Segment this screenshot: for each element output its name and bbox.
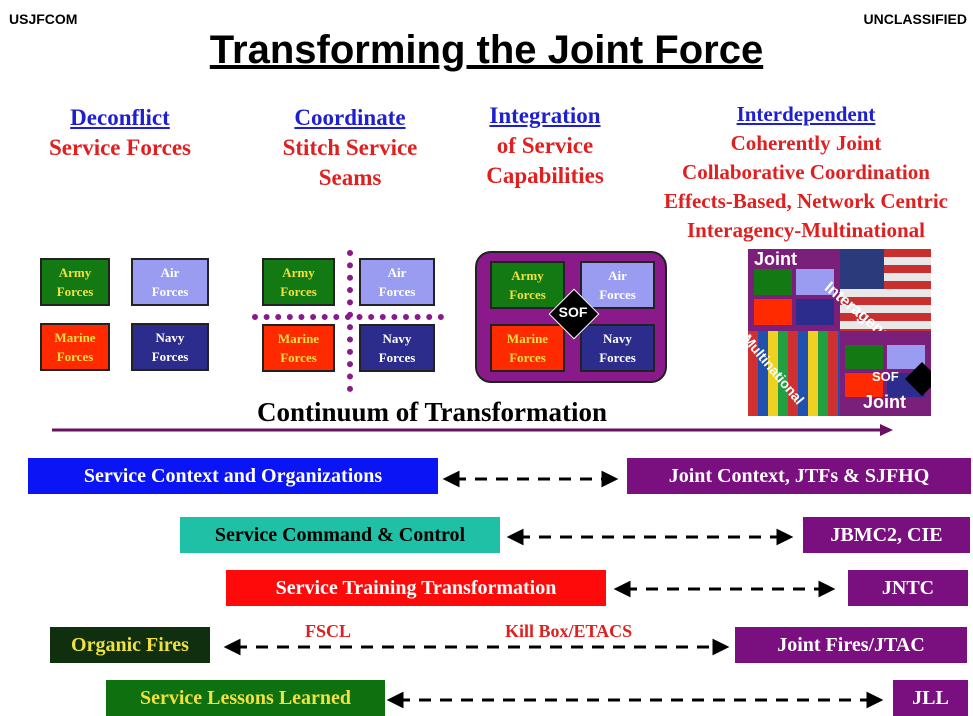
marine-forces-box: Marine Forces [490,324,565,372]
stage-line: Interagency-Multinational [687,218,925,242]
navy-forces-box: Navy Forces [131,323,209,371]
stage-line: Coherently Joint [730,131,882,155]
stage-integration: Integration of Service Capabilities [460,101,630,191]
jll-bar: JLL [893,680,968,716]
killbox-label: Kill Box/ETACS [505,621,633,641]
flag-canton [840,249,884,289]
stage-line: Capabilities [486,163,604,188]
seam-vertical [347,250,353,392]
marine-mini [845,373,883,397]
stage-line: of Service [496,133,594,158]
air-forces-box: Air Forces [131,258,209,306]
seam-horizontal [252,314,444,320]
army-forces-box: Army Forces [40,258,110,306]
org-label: USJFCOM [9,11,78,27]
stage-interdependent: Interdependent Coherently Joint Collabor… [636,100,973,245]
arrow-row-1 [442,470,619,488]
arrow-row-2 [506,528,794,546]
air-forces-box: Air Forces [359,258,435,306]
stage-line: Effects-Based, Network Centric [663,189,948,213]
flags-mosaic [748,331,840,416]
marine-forces-box: Marine Forces [262,324,335,372]
service-c2-bar: Service Command & Control [180,517,500,553]
stage-heading: Deconflict [70,105,170,130]
service-lessons-bar: Service Lessons Learned [106,680,385,716]
page-title: Transforming the Joint Force [209,28,764,72]
sof-label-mini: SOF [872,369,899,384]
arrow-row-3 [613,580,836,598]
service-context-bar: Service Context and Organizations [28,458,438,494]
stage-coordinate: Coordinate Stitch Service Seams [245,103,455,193]
navy-forces-box: Navy Forces [580,324,655,372]
continuum-arrow [52,424,893,436]
stage-line: Stitch Service [282,135,418,160]
joint-label-top: Joint [754,249,797,269]
arrow-row-4 [223,638,730,656]
stage-heading: Coordinate [294,105,406,130]
stage-heading: Integration [489,103,601,128]
stage-line: Collaborative Coordination [682,160,930,184]
organic-fires-bar: Organic Fires [50,627,210,663]
sof-label: SOF [558,304,588,320]
army-forces-box: Army Forces [490,261,565,309]
stage-deconflict: Deconflict Service Forces [20,103,220,163]
air-mini [796,269,834,295]
marine-mini [754,299,792,325]
joint-fires-bar: Joint Fires/JTAC [735,627,967,663]
service-training-bar: Service Training Transformation [226,570,606,606]
stage-line: Service Forces [49,135,191,160]
jntc-bar: JNTC [848,570,968,606]
jbmc2-bar: JBMC2, CIE [803,517,970,553]
interdependent-collage: Joint Interagency Multinational SOF Join… [748,249,931,416]
stage-heading: Interdependent [736,102,876,126]
air-forces-box: Air Forces [580,261,655,309]
navy-forces-box: Navy Forces [359,324,435,372]
army-forces-box: Army Forces [262,258,335,306]
classification-label: UNCLASSIFIED [863,11,967,27]
army-mini [845,345,883,369]
continuum-label: Continuum of Transformation [257,397,608,427]
navy-mini [796,299,834,325]
marine-forces-box: Marine Forces [40,323,110,371]
army-mini [754,269,792,295]
arrow-row-5 [386,691,884,709]
joint-mini-panel [748,249,840,331]
fscl-label: FSCL [305,621,352,641]
stage-line: Seams [318,165,382,190]
joint-context-bar: Joint Context, JTFs & SJFHQ [627,458,971,494]
us-flag [840,249,931,331]
joint-label-bottom: Joint [863,392,906,412]
